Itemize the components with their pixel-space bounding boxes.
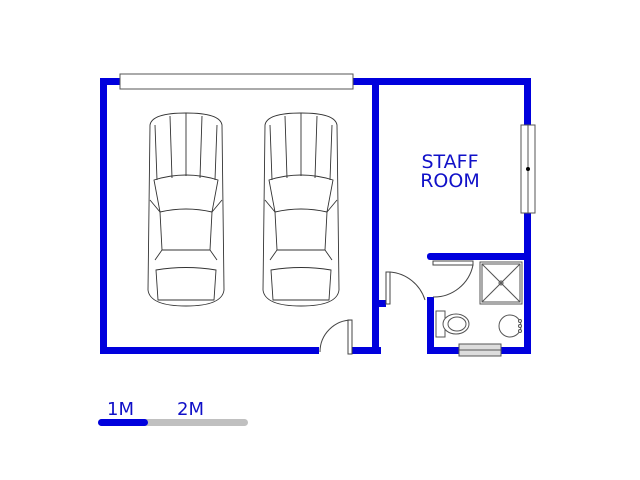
toilet-icon [435,310,470,338]
shower-icon [479,261,523,305]
walls [100,78,531,354]
car-icon [147,112,225,307]
scale-bar-fill [98,419,148,426]
bottom-wall-left [100,347,319,354]
room-label-line2: ROOM [420,170,480,192]
right-wall [524,78,531,354]
partition-wall [372,78,379,354]
bathroom-left-wall [427,297,434,354]
door-jamb [379,300,386,307]
room-label-line1: STAFF [421,151,479,173]
basin-icon [498,314,522,338]
room-label-staff-room: STAFF ROOM [405,153,495,191]
doors [319,260,474,355]
car-icon-2 [262,112,340,307]
garage-window [119,73,354,90]
bathroom-top-wall [427,253,531,260]
scale-label-1m: 1M [107,399,134,420]
bottom-wall-mid [352,347,381,354]
scale-label-2m: 2M [177,399,204,420]
left-wall [100,78,107,354]
